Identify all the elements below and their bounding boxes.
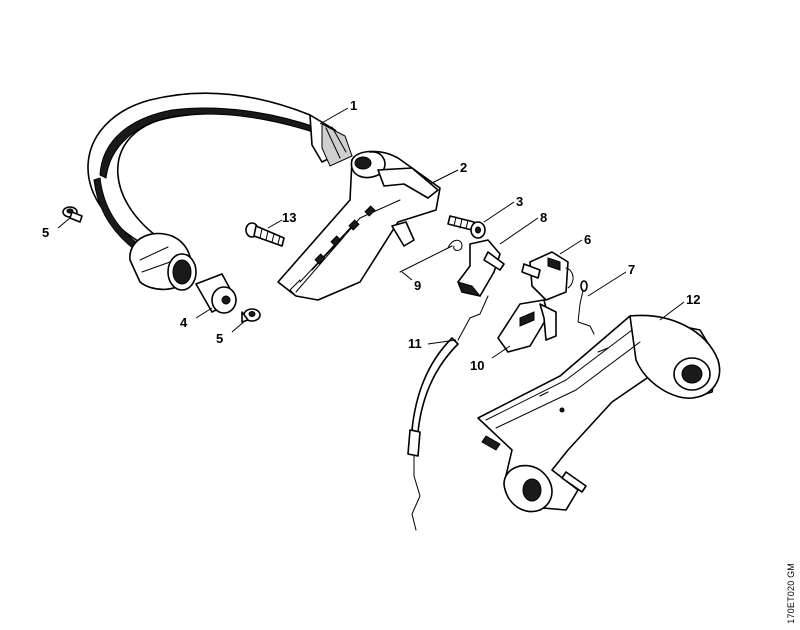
part-3-screw <box>447 215 486 239</box>
leader-lines <box>57 107 685 359</box>
leader-13 <box>267 219 283 229</box>
part-1-loop-handle <box>87 92 353 291</box>
part-9-spring-wire <box>399 245 453 273</box>
part-6-interlock-lever <box>521 251 574 301</box>
leader-12 <box>659 301 685 321</box>
part-8-throttle-trigger <box>447 239 505 297</box>
callout-3: 3 <box>516 194 523 209</box>
callout-13: 13 <box>282 210 296 225</box>
callout-5-left: 5 <box>42 225 49 240</box>
callout-9: 9 <box>414 278 421 293</box>
part-10-bracket <box>497 299 557 353</box>
callout-10: 10 <box>470 358 484 373</box>
leader-7 <box>587 271 627 297</box>
callout-4: 4 <box>180 315 188 330</box>
leader-2 <box>429 169 459 185</box>
callout-12: 12 <box>686 292 700 307</box>
part-4-sleeve <box>195 273 237 314</box>
part-7-spring <box>577 280 595 335</box>
part-13-screw <box>245 222 285 247</box>
leader-5-right <box>231 319 247 333</box>
callout-7: 7 <box>628 262 635 277</box>
part-5-screw-left <box>62 206 83 223</box>
leader-1 <box>319 107 349 125</box>
leader-8 <box>499 217 539 245</box>
callout-5-right: 5 <box>216 331 223 346</box>
callout-6: 6 <box>584 232 591 247</box>
callout-1: 1 <box>350 98 357 113</box>
callout-2: 2 <box>460 160 467 175</box>
leader-10 <box>491 345 511 359</box>
leader-11 <box>427 339 457 345</box>
leader-6 <box>559 239 583 255</box>
callout-11: 11 <box>408 336 422 351</box>
part-12-rear-handle <box>477 314 721 513</box>
part-11-throttle-cable <box>407 295 489 531</box>
leader-3 <box>483 201 515 223</box>
leader-5-left <box>57 217 71 229</box>
leader-4 <box>195 307 213 319</box>
part-5-screw-right <box>241 308 261 323</box>
leader-9 <box>401 271 413 281</box>
document-code: 170ET020 GM <box>786 563 796 624</box>
callout-8: 8 <box>540 210 547 225</box>
callouts: 1 2 3 4 5 5 6 7 8 9 10 11 12 13 <box>42 98 700 373</box>
part-2-handle-housing <box>277 150 441 301</box>
